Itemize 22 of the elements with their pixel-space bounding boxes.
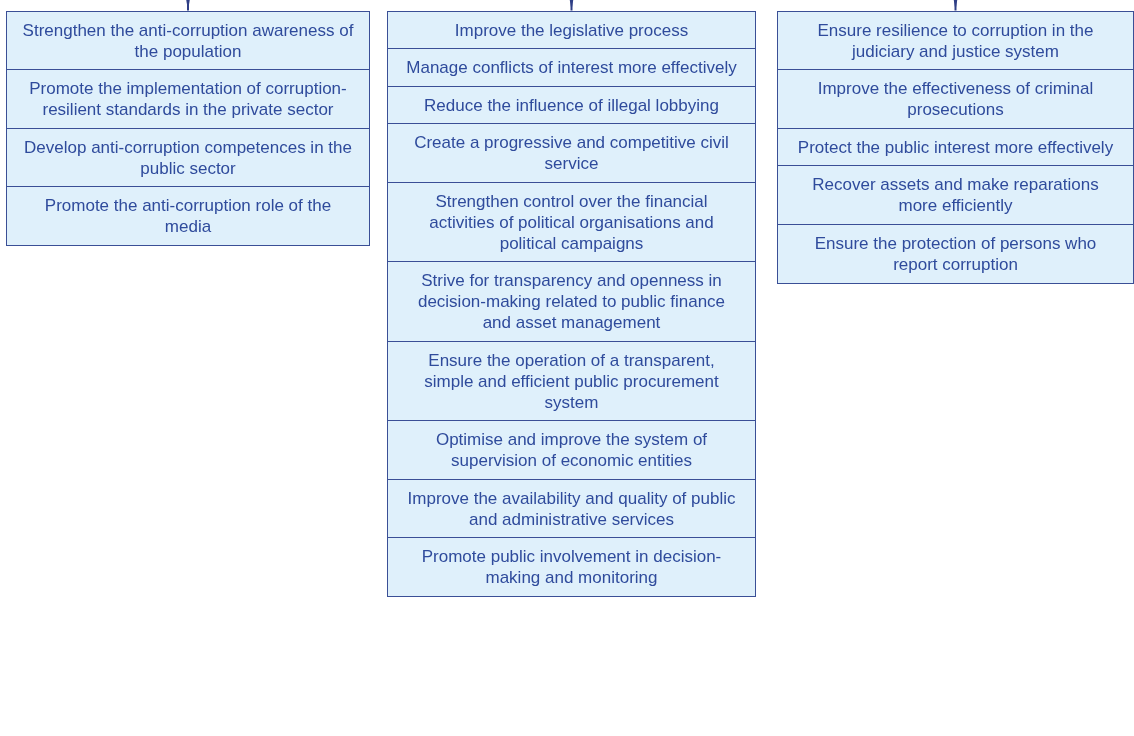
arrow: [951, 0, 960, 12]
objective-box: Optimise and improve the system of supervision of economic entities: [387, 420, 756, 480]
objective-box: Promote public involvement in decision-making and monitoring: [387, 537, 756, 597]
objective-box: Improve the availability and quality of public and administrative services: [387, 478, 756, 539]
objective-box: Strengthen control over the financial activities of political organisations and political campaigns: [387, 181, 756, 263]
objective-box: Create a progressive and competitive civil service: [387, 123, 756, 183]
objective-box: Improve the legislative process: [387, 10, 756, 50]
objective-box: Ensure the protection of persons who report corruption: [777, 223, 1134, 284]
objective-box: Manage conflicts of interest more effectively: [387, 48, 756, 87]
arrow: [184, 0, 192, 12]
objective-box: Reduce the influence of illegal lobbying: [387, 85, 756, 125]
objective-box: Promote the anti-corruption role of the media: [6, 186, 370, 246]
arrow: [567, 0, 576, 12]
objective-box: Recover assets and make reparations more efficiently: [777, 165, 1134, 225]
objective-box: Improve the effectiveness of criminal prosecutions: [777, 69, 1134, 129]
objective-box: Strengthen the anti-corruption awareness of the population: [6, 10, 370, 71]
objective-box: Strive for transparency and openness in decision-making related to public finance and asset management: [387, 261, 756, 342]
objective-box: Ensure resilience to corruption in the judiciary and justice system: [777, 10, 1134, 71]
objective-box: Protect the public interest more effectively: [777, 127, 1134, 167]
objective-box: Develop anti-corruption competences in the public sector: [6, 127, 370, 188]
objective-box: Promote the implementation of corruption-resilient standards in the private sector: [6, 69, 370, 129]
objective-box: Ensure the operation of a transparent, simple and efficient public procurement system: [387, 340, 756, 422]
